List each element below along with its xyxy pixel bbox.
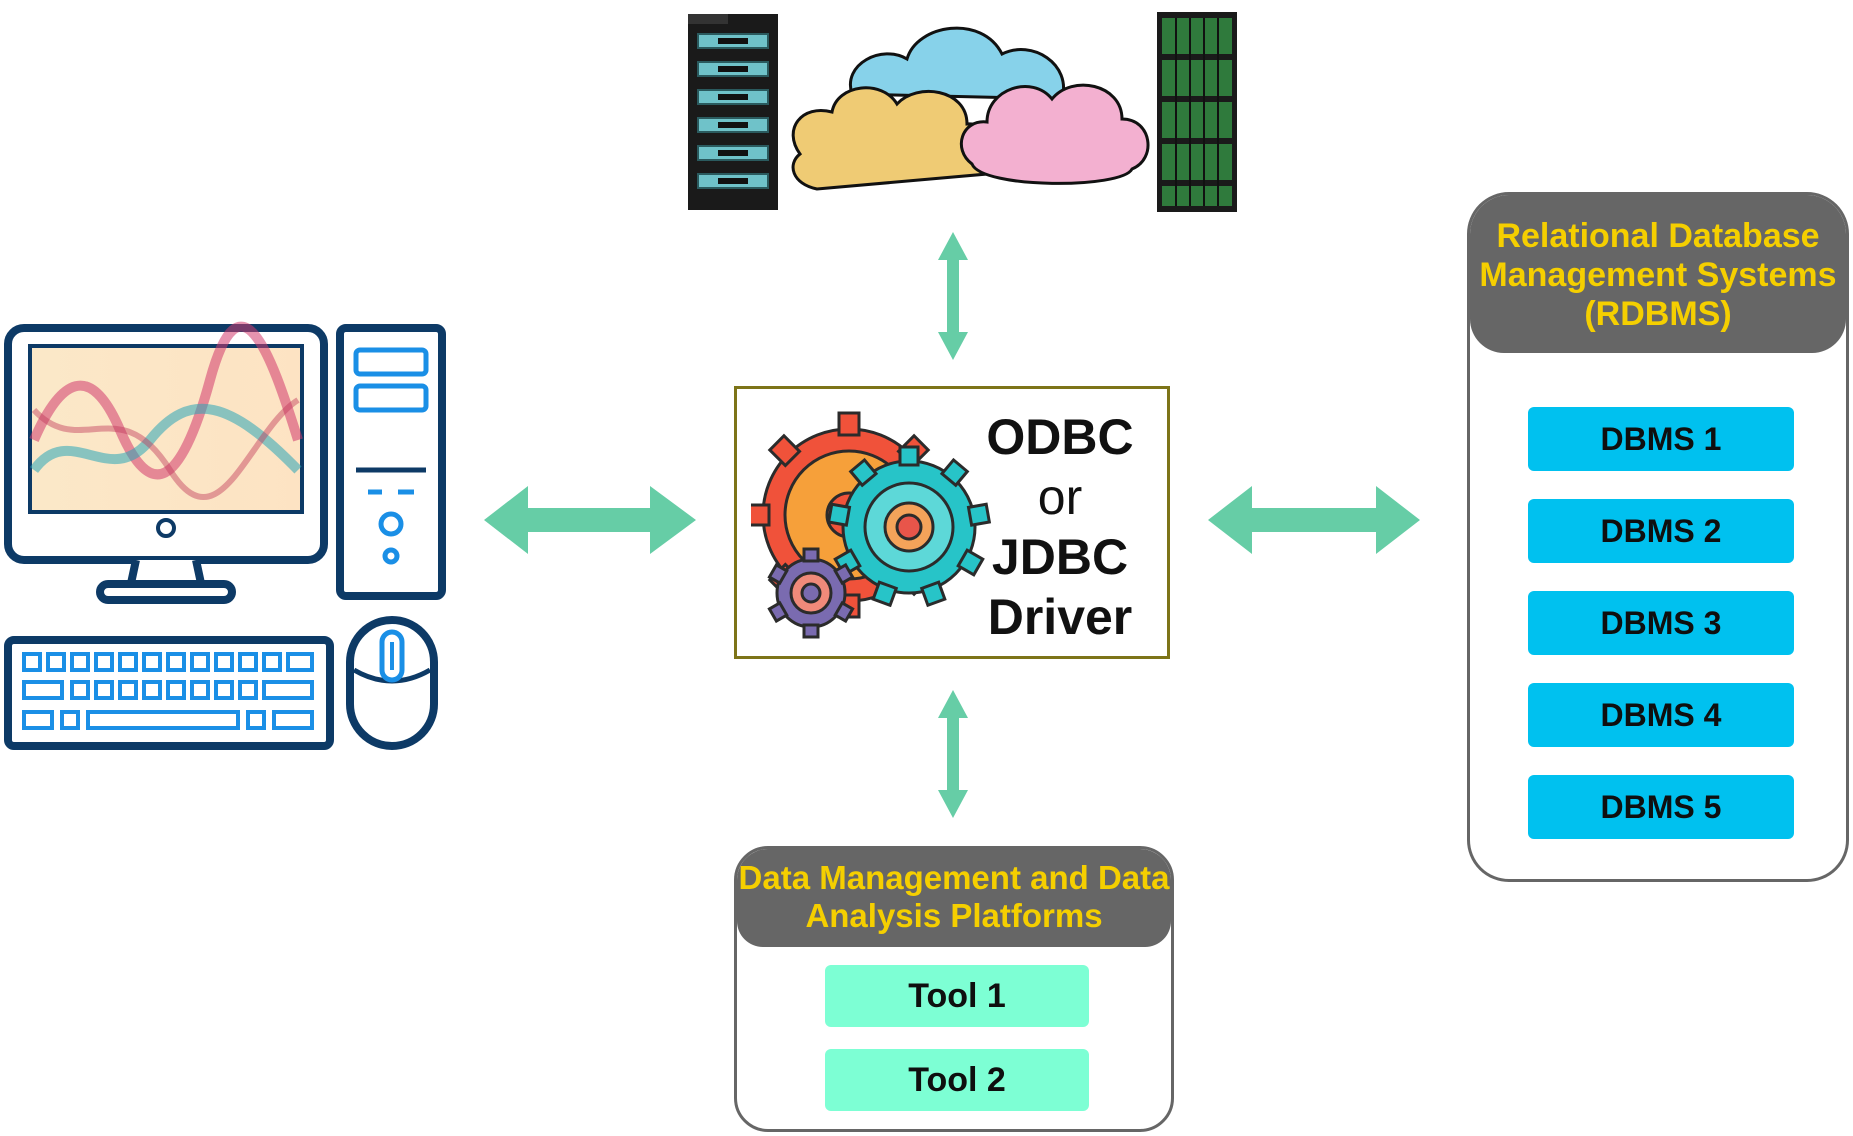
computer-monitor-icon	[4, 321, 328, 604]
server-rack-icon	[688, 14, 778, 210]
dbms-item: DBMS 2	[1528, 499, 1794, 563]
arrow-driver-rdbms	[1208, 486, 1420, 554]
driver-label-odbc: ODBC	[986, 409, 1134, 465]
cloud-servers-illustration	[688, 12, 1237, 212]
arrow-driver-tools	[938, 690, 968, 818]
rdbms-panel: Relational Database Management Systems (…	[1467, 192, 1849, 882]
gears-icon	[751, 411, 992, 639]
tools-panel: Data Management and Data Analysis Platfo…	[734, 846, 1174, 1132]
arrow-cloud-driver	[938, 232, 968, 360]
driver-label-or: or	[1037, 469, 1083, 525]
dbms-item: DBMS 1	[1528, 407, 1794, 471]
rdbms-panel-title: Relational Database Management Systems (…	[1470, 195, 1846, 353]
driver-label: ODBC or JDBC Driver	[965, 407, 1155, 647]
cloud-icon	[791, 26, 1150, 191]
computer-illustration	[4, 321, 446, 750]
keyboard-icon	[4, 636, 334, 750]
tool-item: Tool 1	[825, 965, 1089, 1027]
tool-item: Tool 2	[825, 1049, 1089, 1111]
dbms-item: DBMS 4	[1528, 683, 1794, 747]
driver-label-jdbc: JDBC	[991, 529, 1129, 585]
dbms-item: DBMS 5	[1528, 775, 1794, 839]
driver-box: ODBC or JDBC Driver	[734, 386, 1170, 659]
driver-label-driver: Driver	[987, 589, 1133, 645]
storage-server-icon	[1157, 12, 1237, 212]
computer-tower-icon	[336, 324, 446, 600]
dbms-item: DBMS 3	[1528, 591, 1794, 655]
arrow-computer-driver	[484, 486, 696, 554]
mouse-icon	[346, 616, 438, 750]
tools-panel-title: Data Management and Data Analysis Platfo…	[737, 849, 1171, 947]
